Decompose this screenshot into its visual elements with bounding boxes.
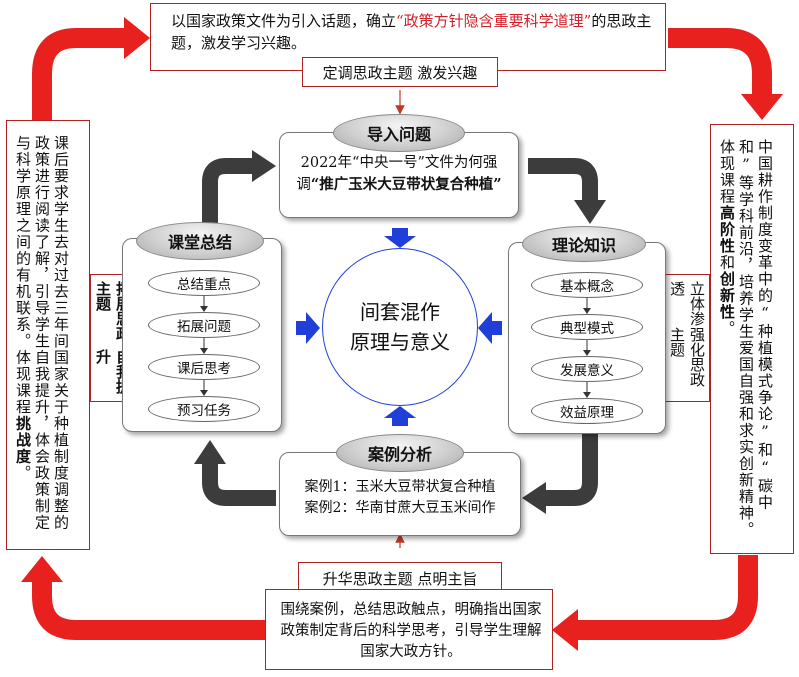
right-text: 中国耕作制度变革中的“种植模式争论”和“碳中和”等学科前沿，培养学生爱国自强和求… [718,139,774,538]
dark-arrow-to-summary [202,462,276,506]
summary-connectors [200,296,208,396]
blue-arrow-left [478,312,502,344]
red-arrow-bottom-left [32,580,265,640]
red-arrowhead-bottom [552,609,578,651]
dark-arrow-to-intro [202,158,254,230]
theory-connectors [583,298,591,398]
dark-arrow-to-theory [528,158,598,202]
theory-step-3: 发展意义 [531,356,643,382]
center-line1: 间套混作 [360,300,440,324]
summary-label: 课堂总结 [136,222,264,260]
intro-highlight: “推广玉米大豆带状复合种植” [310,176,502,193]
red-arrowhead-left [21,556,63,582]
case-label: 案例分析 [336,434,464,472]
dark-arrow-to-case [544,434,598,506]
case-line1: 案例1：玉米大豆带状复合种植 [304,479,496,495]
summary-step-1: 总结重点 [148,270,260,296]
top-text-end: 的思政主题，激发学习兴趣。 [171,12,652,52]
intro-panel: 2022年“中央一号”文件为何强调“推广玉米大豆带状复合种植” [279,132,519,218]
center-circle: 间套混作 原理与意义 [322,248,478,406]
red-arrow-top-right [668,28,772,96]
right-title: 立体渗透 强化思政主题 [664,274,710,402]
top-title: 定调思政主题 激发兴趣 [302,57,498,87]
left-text: 课后要求学生去对过去三年间国家关于种植制度调整的政策进行阅读了解，引导学生自我提… [14,135,70,531]
left-description-box: 课后要求学生去对过去三年间国家关于种植制度调整的政策进行阅读了解，引导学生自我提… [6,120,90,550]
summary-step-4: 预习任务 [148,396,260,422]
red-arrow-left-top [32,27,126,120]
red-arrow-right-bottom [576,555,758,640]
summary-step-3: 课后思考 [148,354,260,380]
blue-arrow-right [296,312,320,344]
case-line2: 案例2：华南甘蔗大豆玉米间作 [304,500,496,516]
center-line2: 原理与意义 [350,330,450,354]
intro-label: 导入问题 [333,114,465,152]
summary-step-2: 拓展问题 [148,312,260,338]
bottom-title: 升华思政主题 点明主旨 [298,562,502,594]
theory-step-4: 效益原理 [531,398,643,424]
top-highlight: “政策方针隐含重要科学道理” [396,12,592,30]
right-description-box: 中国耕作制度变革中的“种植模式争论”和“碳中和”等学科前沿，培养学生爱国自强和求… [710,124,794,554]
top-text: 以国家政策文件为引入话题，确立 [171,12,397,30]
blue-arrow-down [384,228,416,248]
theory-label: 理论知识 [522,226,646,262]
right-title-col1: 立体渗透 [668,281,706,326]
bottom-description-box: 围绕案例，总结思政触点，明确指出国家政策制定背后的科学思考，引导学生理解国家大政… [265,589,553,670]
theory-step-1: 基本概念 [531,272,643,298]
red-arrowhead-top [124,17,150,59]
theory-step-2: 典型模式 [531,314,643,340]
blue-arrow-up [384,406,416,426]
intro-text: 2022年“中央一号”文件为何强调 [296,155,498,193]
red-arrowhead-right [741,94,783,120]
right-title-col2: 强化思政主题 [668,326,706,387]
